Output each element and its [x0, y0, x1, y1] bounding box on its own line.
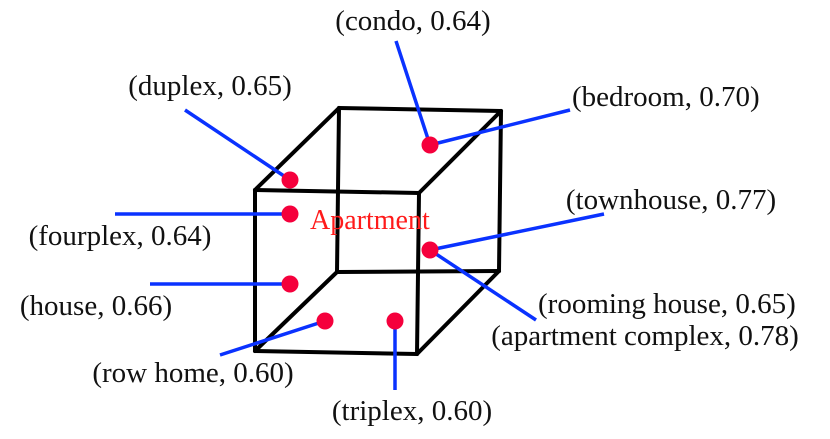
label-triplex: (triplex, 0.60) [332, 395, 492, 427]
label-apartment-complex: (apartment complex, 0.78) [491, 320, 799, 352]
leader-line-townhouse [429, 212, 605, 252]
cube-depth-edge [253, 106, 341, 192]
label-townhouse: (townhouse, 0.77) [566, 184, 776, 216]
word-dot [281, 275, 299, 293]
cube-front-edge [253, 349, 419, 356]
label-rooming-house: (rooming house, 0.65) [538, 288, 796, 320]
cube-back-edge [497, 109, 503, 273]
word-dot [316, 312, 334, 330]
word-dot [421, 241, 439, 259]
label-row-home: (row home, 0.60) [92, 357, 293, 389]
label-house: (house, 0.66) [20, 290, 172, 322]
leader-line-condo [394, 40, 432, 146]
cube-front-edge [253, 188, 421, 195]
cube-depth-edge [415, 269, 501, 356]
leader-line-rooming-house [429, 248, 537, 322]
word-labels: (condo, 0.64) (duplex, 0.65) (bedroom, 0.7… [20, 5, 799, 427]
word-dot [386, 312, 404, 330]
label-bedroom: (bedroom, 0.70) [572, 81, 760, 113]
word-dot [281, 205, 299, 223]
leader-lines [115, 40, 605, 390]
word-dot [421, 136, 439, 154]
cube-depth-edge [417, 109, 503, 195]
word-dots [281, 136, 439, 330]
leader-line-bedroom [429, 108, 571, 147]
cube-front-edge [415, 191, 421, 356]
label-duplex: (duplex, 0.65) [128, 70, 292, 102]
label-condo: (condo, 0.64) [335, 5, 490, 37]
leader-line-duplex [184, 108, 291, 182]
label-fourplex: (fourplex, 0.64) [29, 220, 212, 252]
cube-wireframe [253, 106, 503, 356]
leader-line-row-home [219, 319, 326, 357]
word-dot [281, 171, 299, 189]
center-label-apartment: Apartment [310, 205, 430, 236]
